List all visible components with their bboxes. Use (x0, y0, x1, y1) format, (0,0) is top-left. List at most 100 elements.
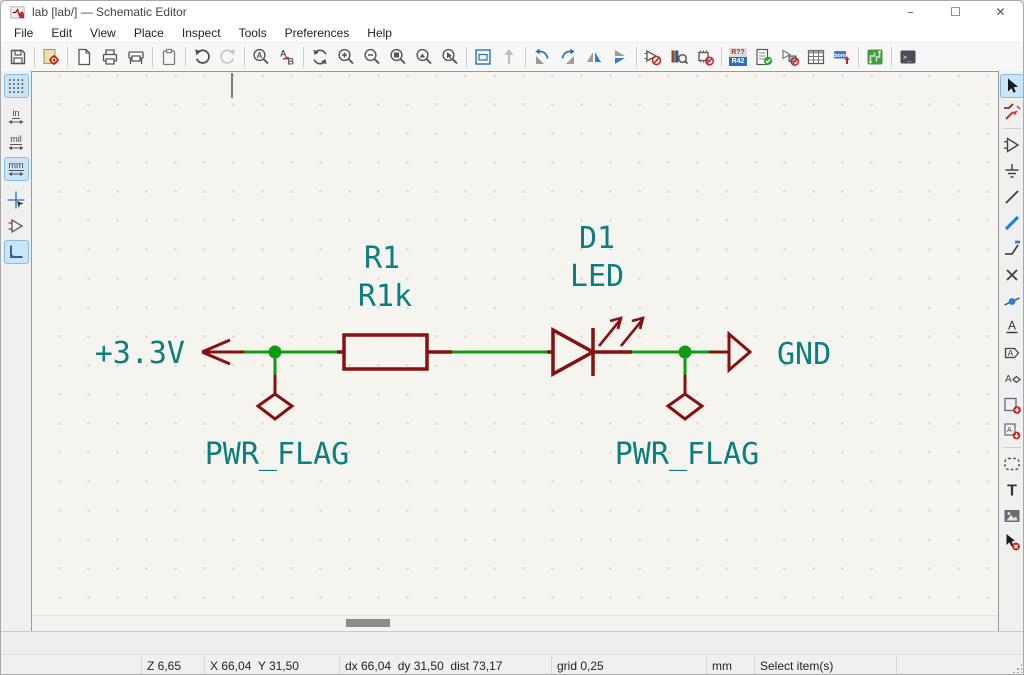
no-connect-button[interactable] (1000, 263, 1023, 287)
zoom-objects-icon (416, 48, 432, 65)
resistor-value-label[interactable]: R1k (358, 279, 412, 314)
minimize-button[interactable]: – (907, 5, 914, 19)
add-power-button[interactable] (1000, 159, 1023, 183)
assign-footprints-button[interactable] (777, 44, 803, 70)
hierarchy-navigator-button[interactable] (470, 44, 496, 70)
menu-file[interactable]: File (14, 25, 34, 40)
pwr-flag-label-left[interactable]: PWR_FLAG (205, 437, 350, 472)
add-junction-button[interactable] (1000, 289, 1023, 313)
horizontal-scrollbar-thumb[interactable] (346, 619, 390, 627)
plot-button[interactable] (123, 44, 149, 70)
pwr-flag-symbol-right[interactable] (665, 375, 705, 421)
units-mm-button[interactable]: mm (3, 157, 29, 181)
annotate-icon: R??R42 (729, 48, 747, 66)
add-hier-sheet-button[interactable] (1000, 393, 1023, 417)
maximize-button[interactable]: ☐ (950, 5, 961, 19)
mirror-horizontal-button[interactable] (581, 44, 607, 70)
grid-toggle-button[interactable] (3, 74, 29, 98)
refresh-button[interactable] (307, 44, 333, 70)
menu-inspect[interactable]: Inspect (181, 25, 221, 40)
menu-place[interactable]: Place (133, 25, 164, 40)
menu-preferences[interactable]: Preferences (284, 25, 350, 40)
diode-value-label[interactable]: LED (570, 259, 624, 294)
menu-bar: File Edit View Place Inspect Tools Prefe… (1, 23, 1023, 42)
generate-bom-icon: bom (834, 51, 850, 64)
power-net-label[interactable]: +3.3V (95, 336, 185, 371)
resistor-ref-label[interactable]: R1 (364, 241, 400, 276)
diode-ref-label[interactable]: D1 (579, 221, 615, 256)
redo-button[interactable] (215, 44, 241, 70)
ortho-wires-button[interactable] (3, 240, 29, 264)
junction-dot[interactable] (678, 345, 692, 359)
add-bus-button[interactable] (1000, 211, 1023, 235)
highlight-net-button[interactable] (1000, 100, 1023, 124)
symbol-editor-button[interactable] (640, 44, 666, 70)
add-symbol-icon (1004, 137, 1020, 153)
footprint-editor-button[interactable] (692, 44, 718, 70)
delete-tool-button[interactable] (1000, 530, 1023, 554)
rotate-cw-button[interactable] (555, 44, 581, 70)
save-button[interactable] (5, 44, 31, 70)
pwr-flag-label-right[interactable]: PWR_FLAG (615, 437, 760, 472)
open-pcb-editor-button[interactable] (862, 44, 888, 70)
no-connect-icon (1006, 269, 1018, 281)
draw-shape-button[interactable] (1000, 452, 1023, 476)
annotate-button[interactable]: R??R42 (725, 44, 751, 70)
console-button[interactable]: >_ (895, 44, 921, 70)
symbol-browser-button[interactable] (666, 44, 692, 70)
zoom-selection-icon (442, 48, 458, 65)
menu-tools[interactable]: Tools (238, 25, 267, 40)
resize-grip[interactable] (1012, 663, 1022, 673)
menu-view[interactable]: View (90, 25, 116, 40)
page-settings-button[interactable] (71, 44, 97, 70)
units-inches-button[interactable]: in (4, 105, 29, 129)
zoom-in-button[interactable] (333, 44, 359, 70)
menu-edit[interactable]: Edit (51, 25, 73, 40)
print-button[interactable] (97, 44, 123, 70)
close-button[interactable]: ✕ (995, 5, 1006, 19)
menu-help[interactable]: Help (367, 25, 392, 40)
hidden-pins-button[interactable] (4, 214, 29, 238)
pwr-flag-symbol-left[interactable] (255, 375, 295, 421)
zoom-fit-button[interactable] (385, 44, 411, 70)
svg-text:B: B (288, 57, 295, 67)
symbol-fields-table-button[interactable] (803, 44, 829, 70)
erc-button[interactable] (751, 44, 777, 70)
add-bus-entry-button[interactable] (1000, 237, 1023, 261)
gnd-net-label[interactable]: GND (777, 337, 831, 372)
add-symbol-button[interactable] (1000, 133, 1023, 157)
cursor-shape-button[interactable] (4, 188, 29, 212)
led-symbol[interactable] (547, 327, 632, 377)
zoom-selection-button[interactable] (437, 44, 463, 70)
gnd-symbol[interactable] (709, 330, 753, 374)
mirror-vertical-button[interactable] (607, 44, 633, 70)
add-global-label-button[interactable]: A (1000, 341, 1023, 365)
paste-icon (162, 48, 176, 66)
units-mils-button[interactable]: mil (4, 131, 29, 155)
select-tool-button[interactable] (1000, 74, 1023, 98)
generate-bom-button[interactable]: bom (829, 44, 855, 70)
schematic-setup-button[interactable] (38, 44, 64, 70)
leave-sheet-button[interactable] (496, 44, 522, 70)
rotate-ccw-button[interactable] (529, 44, 555, 70)
horizontal-scrollbar[interactable] (32, 615, 998, 630)
zoom-objects-button[interactable] (411, 44, 437, 70)
add-hier-label-button[interactable]: A (1000, 367, 1023, 391)
power-symbol-3v3[interactable] (201, 338, 244, 366)
schematic-canvas[interactable]: +3.3V PWR_FLAG R (32, 72, 998, 615)
undo-button[interactable] (189, 44, 215, 70)
undo-icon (195, 49, 210, 64)
add-image-button[interactable] (1000, 504, 1023, 528)
add-text-button[interactable]: T (1000, 478, 1023, 502)
find-button[interactable]: A (248, 44, 274, 70)
add-wire-button[interactable] (1000, 185, 1023, 209)
paste-button[interactable] (156, 44, 182, 70)
find-replace-icon: AB (280, 49, 295, 67)
import-sheet-pin-button[interactable]: A (1000, 419, 1023, 443)
add-net-label-button[interactable]: A (1000, 315, 1023, 339)
junction-dot[interactable] (268, 345, 282, 359)
zoom-out-button[interactable] (359, 44, 385, 70)
resistor-symbol[interactable] (337, 333, 452, 371)
wires[interactable] (214, 350, 709, 375)
